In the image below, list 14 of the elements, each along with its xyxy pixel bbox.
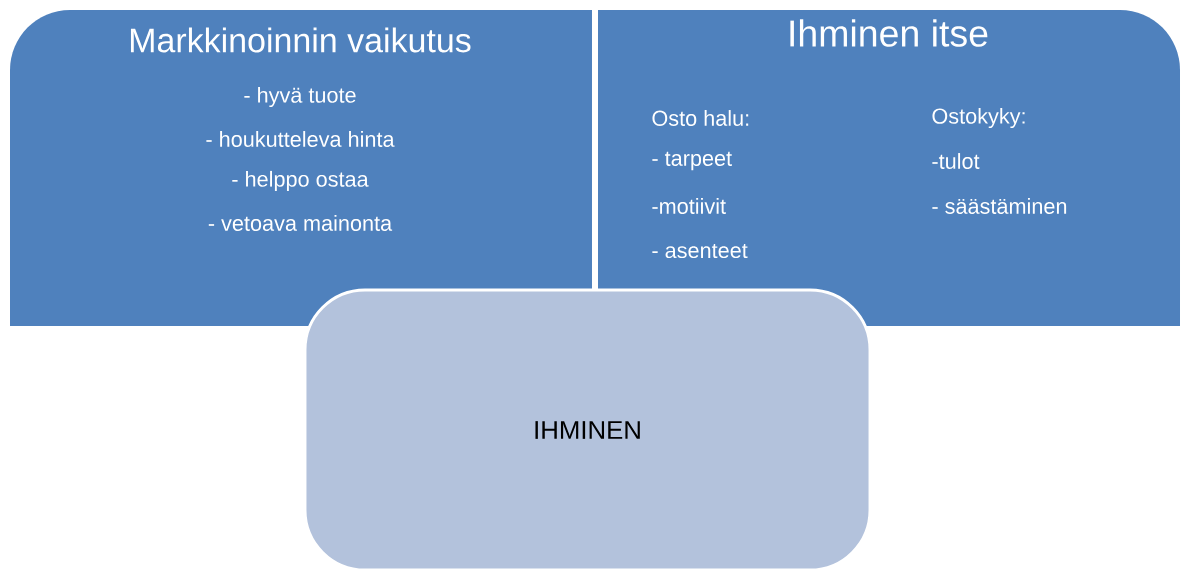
list-item: - hyvä tuote <box>244 86 356 108</box>
list-item: -motiivit <box>652 198 726 214</box>
rounded-box: IHMINEN <box>303 288 872 572</box>
list-item: - asenteet <box>652 243 748 259</box>
list-item: - vetoava mainonta <box>208 215 393 231</box>
list-item: - helppo ostaa <box>232 170 369 192</box>
list-item: - säästäminen <box>932 198 1067 214</box>
heading: Ihminen itse <box>790 19 988 47</box>
list-item: -tulot <box>932 153 980 169</box>
column-heading: Osto halu: <box>652 110 749 126</box>
list-item: - tarpeet <box>652 151 732 171</box>
heading: Markkinoinnin vaikutus <box>130 27 471 53</box>
list-item: - houkutteleva hinta <box>206 131 395 147</box>
column-heading: Ostokyky: <box>932 107 1025 129</box>
